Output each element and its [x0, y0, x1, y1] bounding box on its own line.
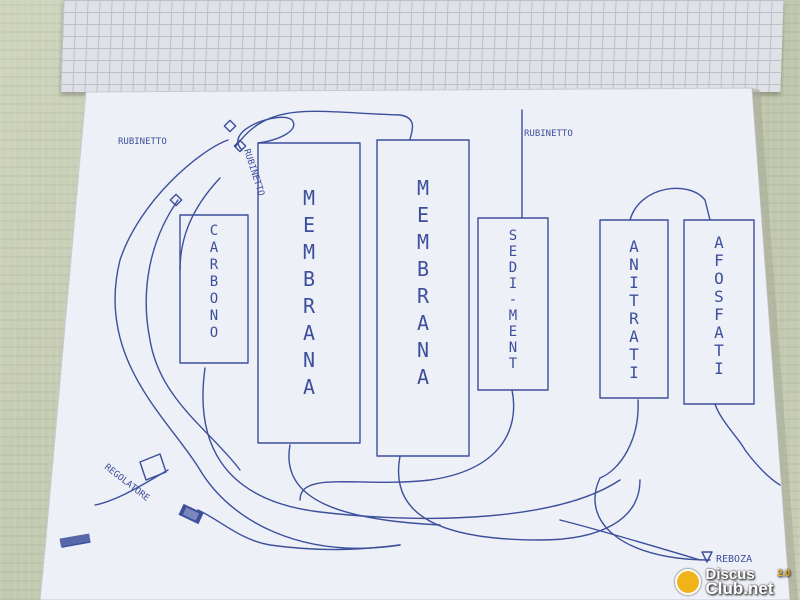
notebook-paper [39, 87, 791, 600]
reboza-valve [701, 551, 713, 563]
watermark-sup: 2.0 [777, 568, 790, 578]
paper-shadow-edge [752, 88, 798, 600]
watermark-line2: Club.net [705, 579, 774, 598]
watermark-line1: Discus [705, 566, 755, 583]
rubinetto-valve-top [223, 119, 237, 133]
box-membrana-1 [257, 142, 361, 444]
pump-symbol-right [178, 503, 204, 525]
regolatore-box [139, 453, 167, 481]
box-membrana-2 [376, 139, 470, 457]
box-anitrati [599, 219, 669, 399]
label-rubinetto-top: RUBINETTO [524, 129, 573, 139]
discusclub-logo-icon [675, 569, 702, 595]
rubinetto-valve-mid [233, 139, 247, 153]
rubinetto-valve-left [169, 193, 183, 207]
box-afosfati [683, 219, 755, 405]
label-reboza: REBOZA [716, 554, 752, 565]
tubing [94, 109, 781, 561]
label-rubinetto-left: RUBINETTO [118, 137, 167, 147]
box-carbono [179, 214, 249, 364]
box-sediment [477, 217, 549, 391]
pump-symbol-left [59, 533, 91, 548]
discusclub-watermark: Discus Club.net 2.0 [675, 566, 790, 598]
